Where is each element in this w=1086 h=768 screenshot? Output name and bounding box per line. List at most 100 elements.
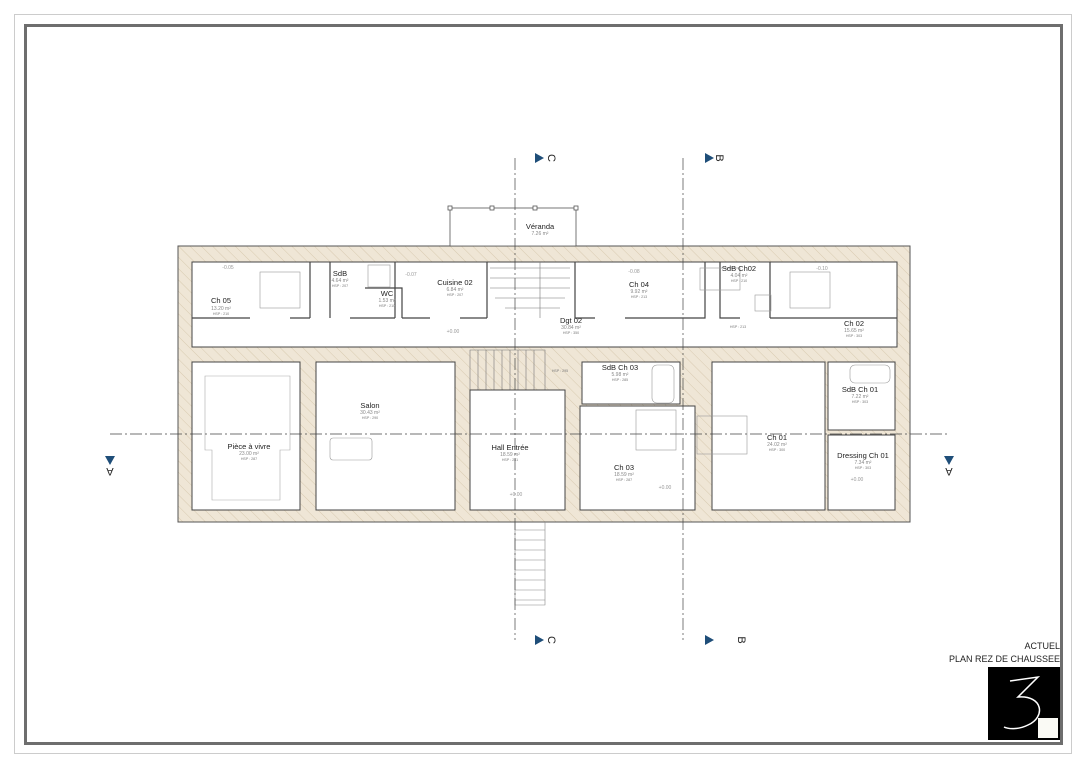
room-sdb-ch03: [581, 361, 681, 405]
fireplace-outline: [204, 375, 291, 501]
svg-text:9.92 m²: 9.92 m²: [631, 289, 648, 295]
svg-text:Cuisine 02: Cuisine 02: [437, 278, 472, 287]
svg-text:7.22 m²: 7.22 m²: [852, 394, 869, 400]
interior-walls: [192, 262, 897, 319]
svg-text:HSP : 207: HSP : 207: [447, 293, 463, 297]
veranda: [447, 205, 579, 247]
svg-text:Dgt 02: Dgt 02: [560, 316, 582, 325]
svg-text:+0.00: +0.00: [659, 485, 672, 491]
svg-text:SdB Ch02: SdB Ch02: [722, 264, 756, 273]
svg-text:18.59 m²: 18.59 m²: [614, 472, 634, 478]
logo-3-mark: [1003, 675, 1041, 730]
logo-square: [1038, 718, 1058, 738]
svg-text:7.26 m²: 7.26 m²: [532, 231, 549, 237]
svg-text:HSP : 300: HSP : 300: [769, 448, 785, 452]
room-ch03: [579, 405, 696, 511]
svg-text:C: C: [545, 636, 557, 644]
svg-text:Hall Entrée: Hall Entrée: [491, 443, 528, 452]
svg-text:HSP : 303: HSP : 303: [852, 400, 868, 404]
svg-text:4.64 m²: 4.64 m²: [332, 278, 349, 284]
svg-text:HSP : 285: HSP : 285: [612, 378, 628, 382]
svg-text:B: B: [735, 636, 747, 643]
company-logo: [988, 667, 1060, 740]
svg-text:WC: WC: [381, 289, 394, 298]
north-zone: [191, 261, 898, 348]
svg-text:HSP : 290: HSP : 290: [362, 416, 378, 420]
svg-text:Ch 04: Ch 04: [629, 280, 649, 289]
svg-text:HSP : 295: HSP : 295: [552, 369, 568, 373]
svg-text:+0.00: +0.00: [851, 477, 864, 483]
svg-text:SdB: SdB: [333, 269, 347, 278]
furniture: [259, 264, 891, 461]
svg-text:Dressing Ch 01: Dressing Ch 01: [837, 451, 889, 460]
svg-text:6.84 m²: 6.84 m²: [447, 287, 464, 293]
svg-text:HSP : 213: HSP : 213: [730, 325, 746, 329]
svg-text:Salon: Salon: [360, 401, 379, 410]
svg-text:7.34 m²: 7.34 m²: [855, 460, 872, 466]
svg-text:Ch 03: Ch 03: [614, 463, 634, 472]
room-hall: [469, 389, 566, 511]
svg-text:13.20 m²: 13.20 m²: [211, 306, 231, 312]
svg-text:HSP : 210: HSP : 210: [213, 312, 229, 316]
room-piece-a-vivre: [191, 361, 301, 511]
svg-text:Ch 05: Ch 05: [211, 296, 231, 305]
entrance-steps: [514, 522, 546, 606]
drawing-frame: [24, 24, 1063, 745]
svg-text:HSP : 281: HSP : 281: [502, 458, 518, 462]
drawing-status: ACTUEL: [1024, 641, 1060, 651]
section-labels: C C B B A A: [106, 154, 953, 644]
svg-text:23.00 m²: 23.00 m²: [239, 451, 259, 457]
svg-text:-0.08: -0.08: [628, 269, 640, 275]
svg-text:15.65 m²: 15.65 m²: [844, 328, 864, 334]
svg-text:Pièce à vivre: Pièce à vivre: [228, 442, 271, 451]
section-markers: [105, 153, 954, 645]
svg-text:24.02 m²: 24.02 m²: [767, 442, 787, 448]
drawing-title: PLAN REZ DE CHAUSSEE: [948, 654, 1060, 664]
svg-text:HSP : 350: HSP : 350: [563, 331, 579, 335]
svg-text:HSP : 210: HSP : 210: [379, 304, 395, 308]
svg-text:18.59 m²: 18.59 m²: [500, 452, 520, 458]
svg-text:4.04 m²: 4.04 m²: [731, 273, 748, 279]
svg-text:30.43 m²: 30.43 m²: [360, 410, 380, 416]
svg-text:A: A: [945, 465, 953, 477]
svg-text:Ch 01: Ch 01: [767, 433, 787, 442]
svg-text:HSP : 287: HSP : 287: [616, 478, 632, 482]
svg-text:+0.00: +0.00: [510, 492, 523, 498]
room-dressing: [827, 434, 896, 511]
svg-text:5.98 m²: 5.98 m²: [612, 372, 629, 378]
svg-text:Véranda: Véranda: [526, 222, 555, 231]
room-salon: [315, 361, 456, 511]
svg-text:Ch 02: Ch 02: [844, 319, 864, 328]
svg-text:HSP : 210: HSP : 210: [731, 279, 747, 283]
svg-text:HSP : 303: HSP : 303: [855, 466, 871, 470]
svg-text:-0.10: -0.10: [816, 266, 828, 272]
svg-text:-0.07: -0.07: [405, 272, 417, 278]
room-ch01: [711, 361, 826, 511]
level-marks: -0.05 -0.07 -0.08 -0.10 +0.00 +0.00 +0.0…: [222, 265, 863, 498]
svg-text:C: C: [545, 154, 557, 162]
svg-text:SdB Ch 01: SdB Ch 01: [842, 385, 878, 394]
sheet-border: [14, 14, 1072, 754]
svg-text:B: B: [713, 154, 725, 161]
svg-text:1.53 m²: 1.53 m²: [379, 298, 396, 304]
svg-text:HSP : 287: HSP : 287: [241, 457, 257, 461]
svg-text:A: A: [106, 465, 114, 477]
svg-text:SdB Ch 03: SdB Ch 03: [602, 363, 638, 372]
svg-text:HSP : 207: HSP : 207: [332, 284, 348, 288]
